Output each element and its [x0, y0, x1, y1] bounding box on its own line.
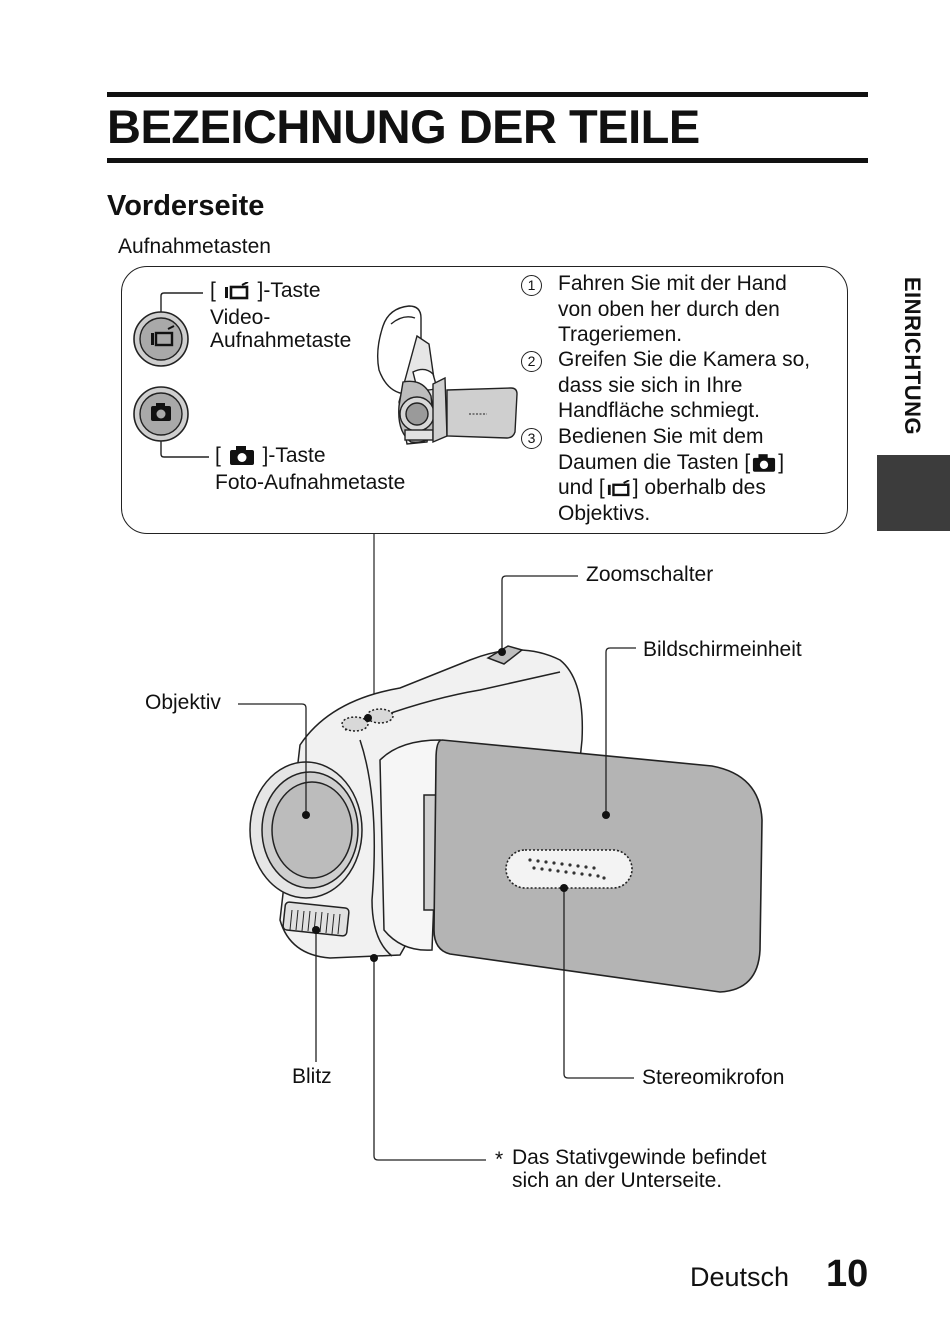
step-line: Handfläche schmiegt.: [558, 399, 760, 423]
step-text: Fahren Sie mit der Hand von oben her dur…: [558, 271, 787, 348]
photo-button-name: Foto-Aufnahmetaste: [215, 471, 406, 494]
step-number: 1: [521, 275, 542, 296]
step-line: Objektivs.: [558, 501, 651, 525]
tripod-note-line1: Das Stativgewinde befindet: [512, 1146, 767, 1169]
part-label-lens: Objektiv: [145, 691, 221, 714]
step-line: Fahren Sie mit der Hand: [558, 272, 787, 295]
video-key-suffix: ]-Taste: [257, 279, 321, 302]
hand-holding-camera-illustration: [376, 305, 518, 445]
section-tab-label: EINRICHTUNG: [900, 276, 925, 436]
title-rule-bottom: [107, 158, 868, 163]
step-line-part: ] oberhalb des: [632, 476, 766, 500]
step-line: dass sie sich in Ihre: [558, 373, 743, 397]
step-line: Daumen die Tasten []: [558, 450, 784, 476]
step-line: Bedienen Sie mit dem: [558, 425, 764, 448]
camcorder-body: [249, 645, 584, 959]
photo-key-suffix: ]-Taste: [262, 444, 326, 467]
step-line: von oben her durch den: [558, 297, 780, 321]
part-label-mic: Stereomikrofon: [642, 1066, 785, 1089]
step-number: 3: [521, 428, 542, 449]
page-title: BEZEICHNUNG DER TEILE: [107, 100, 700, 153]
footer-language: Deutsch: [690, 1262, 790, 1292]
video-button-key: [ ]-Taste: [210, 279, 321, 303]
video-button-illustration: [133, 311, 189, 367]
photo-button-illustration: [133, 386, 189, 442]
leader-lines: [238, 575, 636, 1161]
callout-illustration: [133, 292, 518, 458]
video-key-open-bracket: [: [210, 279, 216, 302]
title-rule-top: [107, 92, 868, 97]
video-button-name-line1: Video-: [210, 306, 271, 329]
photo-camera-icon: [229, 446, 254, 465]
leader-dots: [302, 648, 610, 962]
video-camera-icon: [607, 480, 630, 497]
camcorder-diagram: [238, 534, 763, 1161]
section-tab-marker: [877, 455, 950, 531]
video-button-name-line2: Aufnahmetaste: [210, 329, 352, 352]
part-label-zoom: Zoomschalter: [586, 563, 714, 586]
step-line-part: und [: [558, 476, 605, 500]
part-label-screen: Bildschirmeinheit: [643, 638, 802, 661]
recording-buttons-label: Aufnahmetasten: [118, 235, 271, 258]
step-number: 2: [521, 351, 542, 372]
video-camera-icon: [224, 282, 249, 300]
tripod-note-marker: *: [495, 1148, 504, 1171]
step-line-part: ]: [778, 450, 785, 474]
page-number: 10: [826, 1253, 869, 1295]
step-line-part: Daumen die Tasten [: [558, 450, 751, 474]
step-text: Greifen Sie die Kamera so, dass sie sich…: [558, 347, 810, 424]
photo-camera-icon: [753, 453, 776, 472]
photo-button-key: [ ]-Taste: [215, 444, 326, 468]
recording-buttons-callout: [121, 266, 848, 534]
part-label-flash: Blitz: [292, 1065, 332, 1088]
step-line: Trageriemen.: [558, 323, 683, 347]
step-line: Greifen Sie die Kamera so,: [558, 348, 811, 371]
section-subtitle: Vorderseite: [107, 190, 265, 222]
step-line: und [ ] oberhalb des: [558, 475, 784, 501]
photo-key-open-bracket: [: [215, 444, 221, 467]
tripod-note-line2: sich an der Unterseite.: [512, 1169, 723, 1192]
step-text: Bedienen Sie mit dem Daumen die Tasten […: [558, 424, 784, 526]
display-panel: [433, 739, 763, 993]
